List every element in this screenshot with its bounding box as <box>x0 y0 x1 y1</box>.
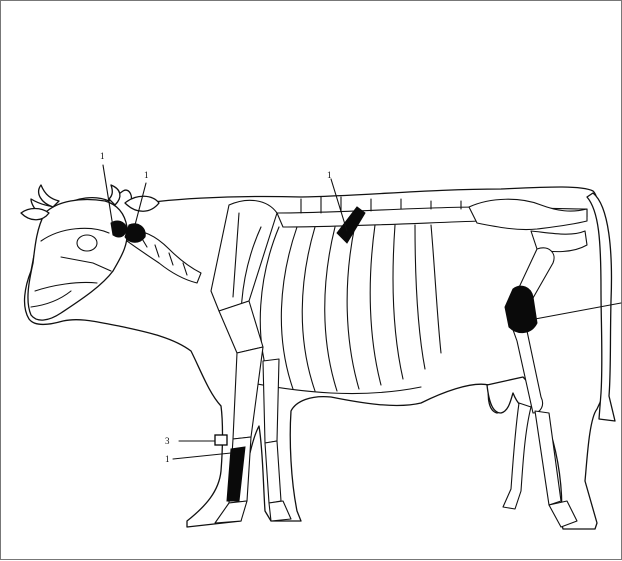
mark-neck-joint <box>125 224 145 243</box>
callout-withers: 1 <box>327 171 332 180</box>
eye-orbit <box>77 235 97 251</box>
callout-foreleg-band: 3 <box>165 437 170 446</box>
callout-head-upper: 1 <box>100 152 105 161</box>
callout-neck: 1 <box>144 171 149 180</box>
mark-foreleg-band <box>215 435 227 445</box>
callout-foreleg-cannon: 1 <box>165 455 170 464</box>
